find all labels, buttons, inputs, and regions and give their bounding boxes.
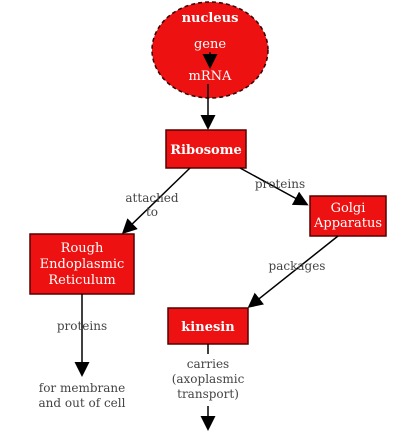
ribosome-box [165, 129, 247, 169]
ribosome-label: Ribosome [170, 143, 242, 158]
rough-er-line2: Endoplasmic [40, 257, 125, 272]
carries-line2: (axoplasmic [172, 372, 245, 386]
rough-er-line3: Reticulum [48, 273, 115, 288]
carries-label-bg [170, 354, 246, 406]
packages-label: packages [269, 259, 326, 273]
attached-to-label-line2: to [146, 205, 158, 219]
golgi-to-kinesin-arrow [247, 235, 339, 308]
kinesin-label: kinesin [181, 320, 235, 335]
mrna-label: mRNA [189, 69, 232, 84]
membrane-line1: for membrane [39, 381, 125, 395]
ribosome-to-er-arrow [121, 167, 191, 235]
golgi-label-line1: Golgi [331, 201, 366, 216]
attached-to-label: attached [125, 191, 179, 205]
gene-label: gene [194, 37, 226, 52]
golgi-box [309, 195, 387, 237]
carries-line3: transport) [177, 387, 239, 401]
nucleus-title: nucleus [182, 11, 239, 26]
proteins-from-er-label: proteins [57, 319, 107, 333]
rough-er-box [29, 233, 135, 295]
ribosome-to-golgi-arrow [239, 167, 309, 206]
carries-line1: carries [187, 357, 229, 371]
rough-er-line1: Rough [61, 241, 104, 256]
proteins-to-golgi-label: proteins [255, 177, 305, 191]
membrane-line2: and out of cell [39, 396, 126, 410]
golgi-label-line2: Apparatus [313, 216, 382, 231]
nucleus-ellipse [151, 1, 269, 99]
